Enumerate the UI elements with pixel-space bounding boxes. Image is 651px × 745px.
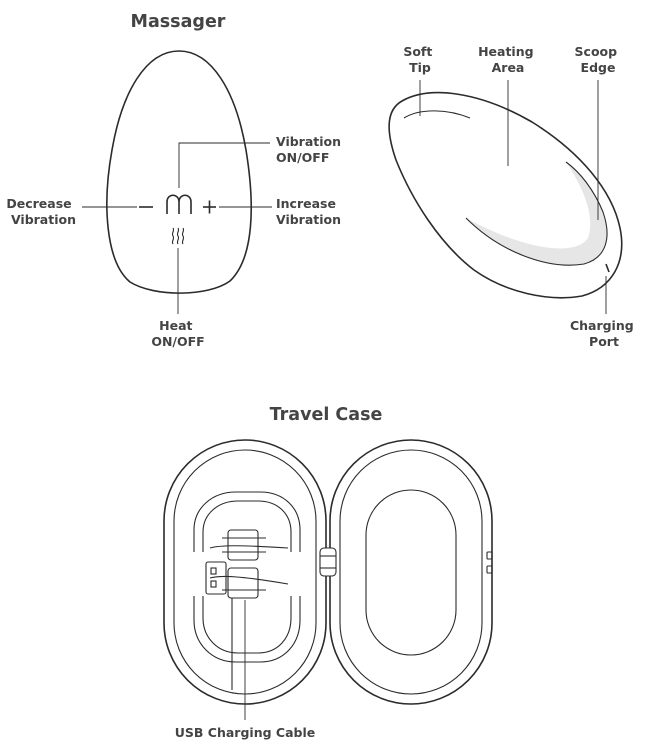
- charging-port-icon: [605, 263, 610, 273]
- scoop-edge-label: Scoop Edge: [575, 44, 622, 75]
- increase-vibration-label: Increase Vibration: [276, 196, 341, 227]
- case-clasp-bottom: [486, 565, 493, 574]
- soft-tip-label: Soft Tip: [403, 44, 436, 75]
- case-right-shell: [329, 439, 493, 705]
- charging-port-label: Charging Port: [570, 318, 638, 349]
- heat-icon[interactable]: [171, 227, 185, 245]
- heating-area-label: Heating Area: [478, 44, 538, 75]
- massager-front-body: [106, 50, 252, 294]
- vibration-onoff-label: Vibration ON/OFF: [276, 134, 345, 165]
- scoop-edge-line: [465, 161, 608, 266]
- m-logo-icon[interactable]: [166, 194, 192, 214]
- case-clasp-top: [486, 551, 493, 560]
- massager-side-view: Soft Tip Heating Area Scoop Edge Chargin…: [388, 44, 638, 349]
- heating-area-surface: [466, 162, 608, 266]
- massager-title: Massager: [131, 12, 226, 32]
- travel-case-title: Travel Case: [270, 405, 383, 425]
- massager-front-view: Vibration ON/OFF Decrease Vibration Incr…: [6, 50, 345, 349]
- case-right-cradle: [365, 489, 457, 656]
- travel-case: USB Charging Cable: [163, 439, 493, 740]
- decrease-vibration-label: Decrease Vibration: [6, 196, 76, 227]
- case-right-inner-rim: [339, 449, 483, 695]
- usb-cable-label: USB Charging Cable: [175, 725, 315, 740]
- massager-side-body: [388, 91, 623, 299]
- usb-plug-icon: [205, 561, 227, 595]
- heat-onoff-label: Heat ON/OFF: [151, 318, 204, 349]
- vibration-onoff-leader: [178, 142, 270, 188]
- case-hinge: [319, 547, 337, 577]
- cable-winder: [193, 491, 301, 690]
- case-hinge-bg: [320, 548, 336, 576]
- soft-tip-contour: [403, 110, 471, 119]
